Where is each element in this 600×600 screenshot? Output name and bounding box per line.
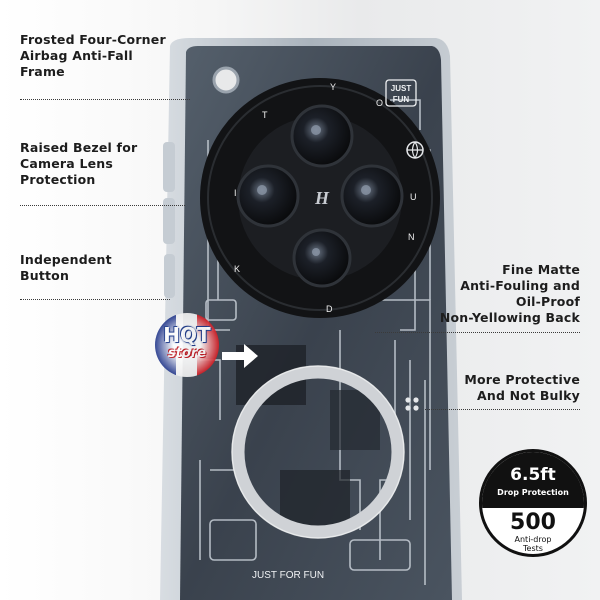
leader-line-button bbox=[20, 299, 170, 300]
arrow-icon bbox=[222, 344, 258, 368]
feature-bezel-label: Raised Bezel for Camera Lens Protection bbox=[20, 140, 138, 187]
magsafe-ring bbox=[231, 365, 405, 539]
ring-letter-o: O bbox=[376, 98, 383, 108]
feature-matte-label: Fine Matte Anti-Fouling and Oil-Proof No… bbox=[439, 262, 580, 325]
feature-protective-label: More Protective And Not Bulky bbox=[464, 372, 580, 403]
lens-top bbox=[290, 104, 354, 168]
case-footer-text: JUST FOR FUN bbox=[252, 570, 324, 581]
store-watermark-line1: HQT bbox=[163, 323, 211, 347]
drop-height-value: 6.5ft bbox=[510, 465, 556, 485]
side-button-middle bbox=[163, 198, 175, 244]
leader-line-matte bbox=[375, 332, 580, 333]
ring-letter-i: I bbox=[234, 188, 237, 198]
ring-letter-u: U bbox=[410, 192, 417, 202]
lens-right bbox=[340, 164, 404, 228]
side-button-independent bbox=[164, 254, 175, 298]
store-watermark-logo: HQT store bbox=[155, 313, 219, 377]
drop-protection-label: Drop Protection bbox=[497, 488, 569, 497]
tests-count-value: 500 bbox=[510, 510, 556, 535]
leader-line-bezel bbox=[20, 205, 185, 206]
ring-letter-d: D bbox=[326, 304, 333, 314]
case-logo-line1: JUST bbox=[391, 84, 412, 93]
lens-bottom bbox=[292, 228, 352, 288]
leader-line-airbag bbox=[20, 99, 190, 100]
chip-block-2 bbox=[280, 470, 350, 530]
case-logo-line2: FUN bbox=[393, 95, 410, 104]
tests-label: Anti-drop Tests bbox=[514, 535, 552, 553]
feature-button-label: Independent Button bbox=[20, 252, 112, 283]
drop-protection-badge: 6.5ft Drop Protection 500 Anti-drop Test… bbox=[479, 449, 587, 557]
flash-icon bbox=[212, 66, 240, 94]
leader-line-protective bbox=[425, 409, 580, 410]
ring-letter-t: T bbox=[262, 110, 268, 120]
case-logo-box bbox=[385, 79, 417, 107]
ring-letter-n: N bbox=[408, 232, 415, 242]
ring-letter-k: K bbox=[234, 264, 240, 274]
ring-letter-y: Y bbox=[330, 82, 336, 92]
camera-brand-mark: H bbox=[314, 188, 330, 208]
side-button-upper bbox=[163, 142, 175, 192]
feature-airbag-label: Frosted Four-Corner Airbag Anti-Fall Fra… bbox=[20, 32, 166, 79]
badge-top-section: 6.5ft Drop Protection bbox=[482, 452, 584, 508]
store-watermark-line2: store bbox=[167, 346, 207, 361]
lens-left bbox=[236, 164, 300, 228]
